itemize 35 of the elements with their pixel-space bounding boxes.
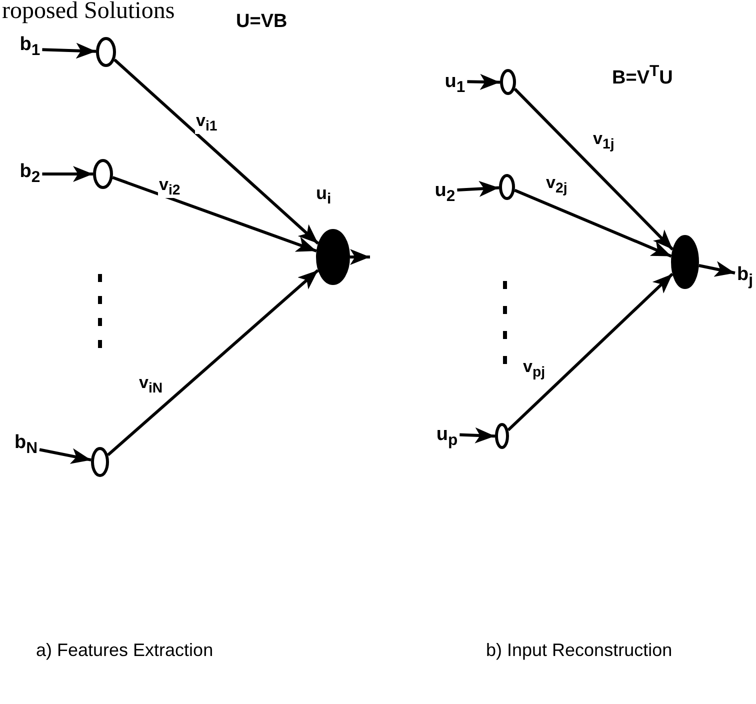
input-label: u$_{1}$	[444, 72, 466, 96]
input-label: b$_{j}$	[736, 265, 753, 289]
input-label: u$_{2}$	[434, 181, 456, 205]
arrow	[507, 272, 674, 432]
arrow	[460, 427, 496, 444]
input-node	[96, 37, 116, 67]
input-node	[91, 447, 109, 477]
arrow	[112, 176, 317, 252]
arrow	[514, 88, 674, 250]
arrow	[106, 269, 319, 456]
input-node	[495, 423, 509, 449]
input-label: b$_{N}$	[14, 433, 38, 457]
input-node	[93, 159, 113, 189]
input-node	[500, 69, 516, 95]
input-label: b$_{1}$	[20, 35, 40, 59]
arrow	[350, 249, 370, 265]
equation: B=V$^{T}$U	[612, 64, 673, 88]
caption: b) Input Reconstruction	[486, 641, 672, 659]
arrow	[114, 58, 320, 245]
neuron-node	[316, 229, 350, 285]
input-label: b$_{2}$	[20, 162, 40, 186]
input-label: u$_{p}$	[436, 425, 458, 449]
heading: roposed Solutions	[2, 0, 175, 23]
output-label: u$_{i}$	[316, 184, 332, 207]
arrow	[457, 180, 500, 197]
neuron-node	[671, 235, 699, 289]
arrow	[698, 261, 736, 277]
equation: U=VB	[236, 12, 288, 31]
arrow	[42, 42, 96, 59]
arrow	[514, 188, 672, 258]
arrow	[39, 448, 92, 464]
caption: a) Features Extraction	[36, 641, 214, 659]
arrow	[467, 74, 500, 90]
arrow	[42, 166, 93, 182]
input-node	[499, 174, 515, 200]
